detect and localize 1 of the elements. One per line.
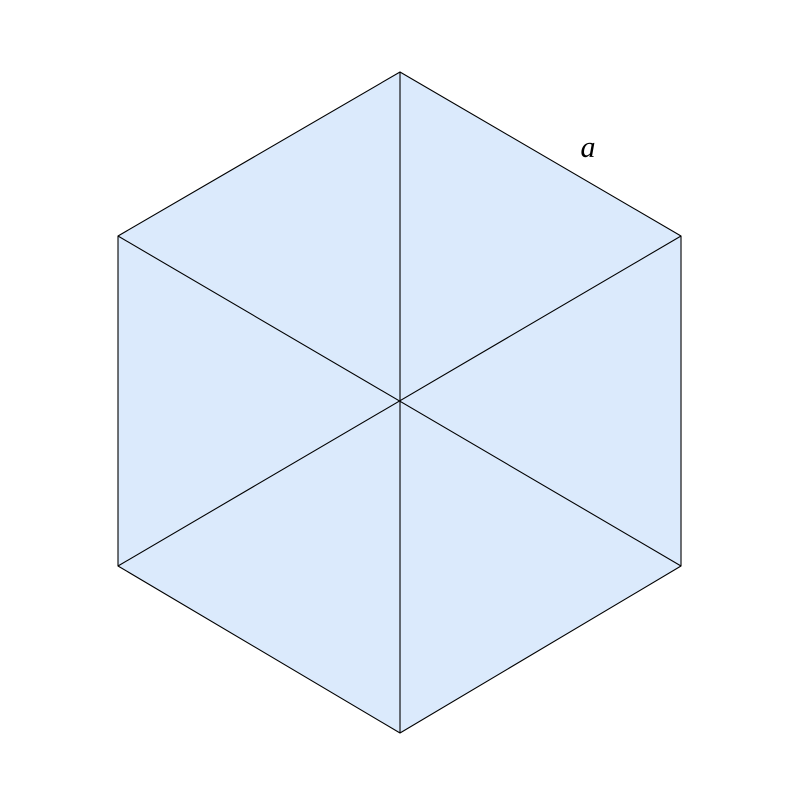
side-label: a bbox=[581, 142, 594, 158]
